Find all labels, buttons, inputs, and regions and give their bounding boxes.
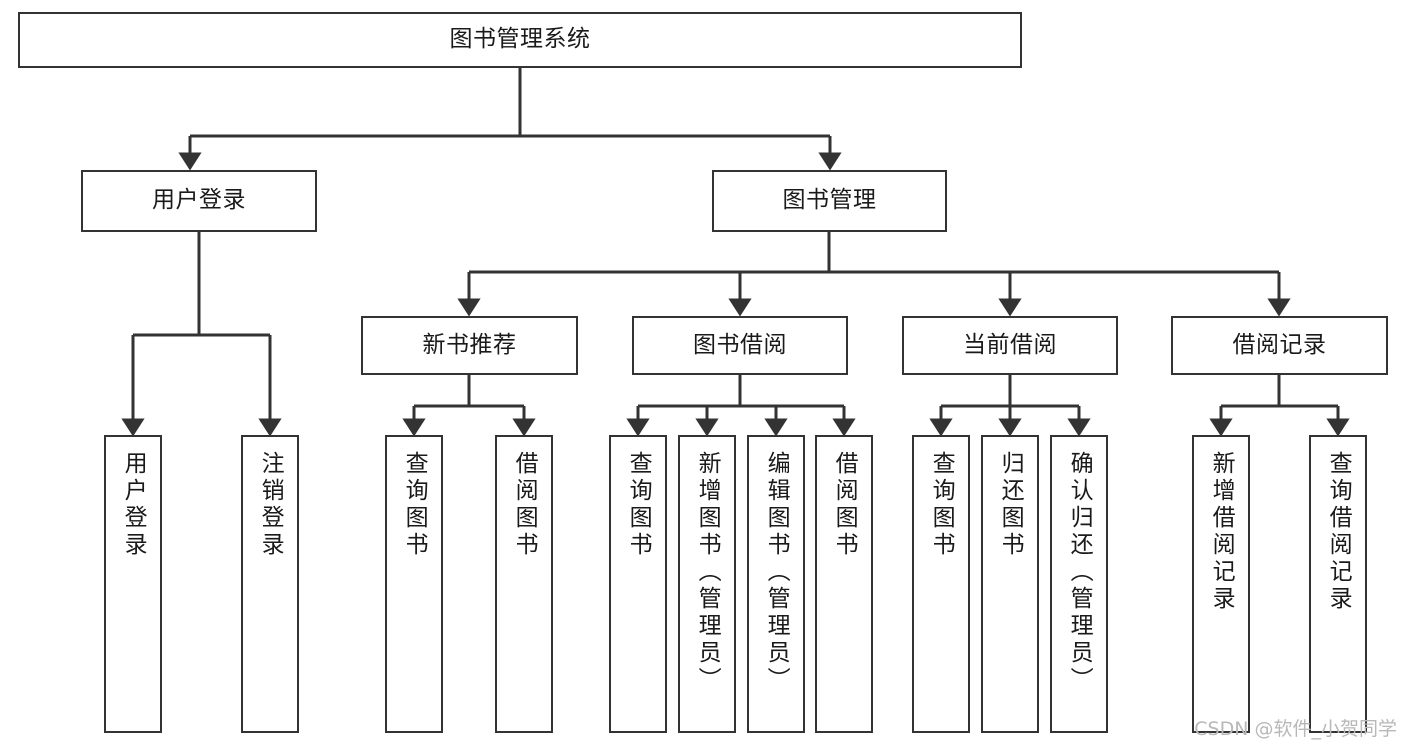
node-leaf-add-borrow-record[interactable]: 新增借阅记录 <box>1192 435 1250 733</box>
node-new-book-recommendation[interactable]: 新书推荐 <box>361 316 578 375</box>
node-root-book-management-system[interactable]: 图书管理系统 <box>18 12 1022 68</box>
node-leaf-borrow-book[interactable]: 借阅图书 <box>815 435 873 733</box>
node-label: 图书管理系统 <box>449 26 591 53</box>
node-label: 查询借阅记录 <box>1325 451 1352 613</box>
node-label: 图书管理 <box>782 187 877 214</box>
node-leaf-logout[interactable]: 注销登录 <box>241 435 299 733</box>
node-label: 用户登录 <box>152 187 246 214</box>
node-label: 注销登录 <box>257 451 284 559</box>
node-leaf-add-book-admin[interactable]: 新增图书（管理员） <box>678 435 736 733</box>
node-leaf-query-book-current[interactable]: 查询图书 <box>912 435 970 733</box>
node-leaf-edit-book-admin[interactable]: 编辑图书（管理员） <box>747 435 805 733</box>
node-book-management[interactable]: 图书管理 <box>712 170 947 232</box>
node-label: 新书推荐 <box>422 331 517 358</box>
node-label: 当前借阅 <box>963 331 1057 358</box>
node-leaf-query-book-recommend[interactable]: 查询图书 <box>385 435 443 733</box>
csdn-watermark: CSDN @软件_小贺同学 <box>1194 718 1397 740</box>
node-leaf-query-borrow-record[interactable]: 查询借阅记录 <box>1309 435 1367 733</box>
node-leaf-return-book[interactable]: 归还图书 <box>981 435 1039 733</box>
node-leaf-confirm-return-admin[interactable]: 确认归还（管理员） <box>1050 435 1108 733</box>
node-label: 查询图书 <box>625 451 652 559</box>
node-leaf-query-book-borrow[interactable]: 查询图书 <box>609 435 667 733</box>
node-user-login[interactable]: 用户登录 <box>81 170 317 232</box>
node-label: 借阅记录 <box>1232 331 1327 358</box>
node-borrowing-record[interactable]: 借阅记录 <box>1171 316 1388 375</box>
node-label: 查询图书 <box>928 451 955 559</box>
node-leaf-user-login[interactable]: 用户登录 <box>104 435 162 733</box>
node-current-borrowing[interactable]: 当前借阅 <box>902 316 1118 375</box>
node-label: 确认归还（管理员） <box>1066 451 1093 694</box>
node-label: 借阅图书 <box>831 451 858 559</box>
node-book-borrowing[interactable]: 图书借阅 <box>632 316 848 375</box>
node-leaf-borrow-book-recommend[interactable]: 借阅图书 <box>495 435 553 733</box>
node-label: 借阅图书 <box>511 451 538 559</box>
node-label: 新增借阅记录 <box>1208 451 1235 613</box>
node-label: 归还图书 <box>997 451 1024 559</box>
node-label: 用户登录 <box>120 451 147 559</box>
node-label: 新增图书（管理员） <box>694 451 721 694</box>
node-label: 编辑图书（管理员） <box>763 451 790 694</box>
node-label: 查询图书 <box>401 451 428 559</box>
node-label: 图书借阅 <box>693 331 787 358</box>
